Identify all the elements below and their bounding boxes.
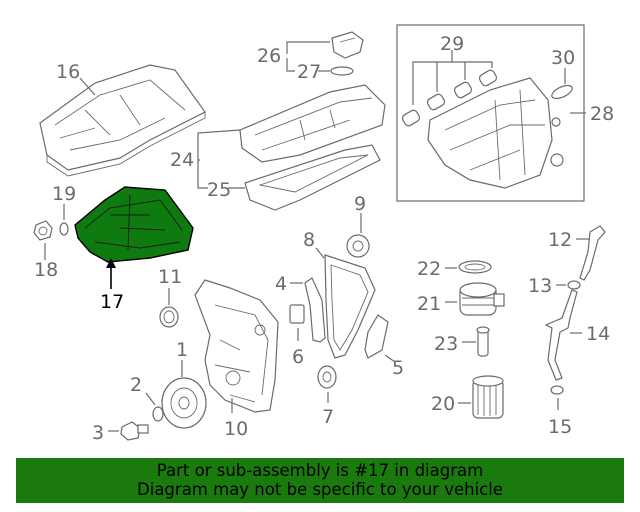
callout-16: 16 (56, 61, 80, 83)
callout-12: 12 (548, 229, 572, 251)
callout-1: 1 (176, 339, 188, 361)
callout-22: 22 (417, 258, 441, 280)
callout-11: 11 (158, 266, 182, 288)
callout-20: 20 (431, 393, 455, 415)
callout-6: 6 (292, 346, 304, 368)
part-3-pulley-bolt (120, 421, 149, 441)
part-12-dipstick (579, 225, 606, 281)
callout-28: 28 (590, 103, 614, 125)
callout-24: 24 (170, 149, 194, 171)
part-25-valve-cover-gasket (244, 144, 381, 211)
leader-5 (384, 354, 396, 363)
callout-30: 30 (551, 47, 575, 69)
leader-2 (145, 392, 156, 406)
part-5-tensioner-arm (364, 314, 389, 359)
part-21-oil-cooler (459, 282, 505, 316)
part-10-timing-cover (194, 279, 279, 413)
callout-9: 9 (354, 193, 366, 215)
notice-line-part: Part or sub-assembly is #17 in diagram (156, 461, 484, 480)
part-24-valve-cover (239, 84, 386, 163)
part-13-o-ring (567, 280, 581, 290)
part-22-gasket (458, 260, 492, 274)
leader-16 (79, 77, 96, 96)
part-17-lower-oil-pan (74, 186, 194, 263)
part-4-chain-guide (304, 277, 326, 343)
diagram-notice-banner: Part or sub-assembly is #17 in diagram D… (16, 458, 624, 503)
callout-2: 2 (130, 374, 142, 396)
part-6-chain-tensioner (289, 304, 305, 324)
callout-10: 10 (224, 418, 248, 440)
part-7-crank-sprocket (317, 365, 337, 389)
callout-7: 7 (322, 406, 334, 428)
part-2-washer (152, 406, 164, 422)
part-14-dipstick-tube (544, 289, 578, 381)
callout-5: 5 (392, 357, 404, 379)
callout-3: 3 (92, 422, 104, 444)
leader-8 (315, 247, 325, 259)
part-20-oil-filter (472, 375, 504, 419)
part-9-tensioner (346, 234, 370, 258)
callout-26: 26 (257, 45, 281, 67)
callout-8: 8 (303, 229, 315, 251)
part-18-drain-plug (33, 220, 53, 241)
callout-29: 29 (440, 33, 464, 55)
part-30-o-ring (551, 84, 573, 100)
parts-diagram: 16 17 18 19 24 25 26 27 (33, 24, 614, 444)
part-28-intake-manifold (427, 77, 564, 189)
callout-13: 13 (528, 275, 552, 297)
callout-14: 14 (586, 323, 610, 345)
part-1-crank-pulley (161, 377, 207, 429)
callout-17: 17 (100, 291, 124, 313)
part-29-intake-gaskets (401, 69, 498, 127)
callout-21: 21 (417, 293, 441, 315)
part-23-adapter (476, 326, 490, 357)
callout-4: 4 (275, 273, 287, 295)
leader-27 (286, 58, 295, 72)
part-19-drain-washer (59, 222, 69, 236)
callout-18: 18 (34, 259, 58, 281)
callout-25: 25 (207, 179, 231, 201)
arrow-17 (106, 258, 116, 268)
part-11-front-seal (159, 306, 179, 328)
callout-27: 27 (297, 61, 321, 83)
callout-19: 19 (52, 183, 76, 205)
part-27-cap-seal (330, 66, 354, 76)
part-8-timing-chain (324, 254, 376, 359)
callout-15: 15 (548, 416, 572, 438)
notice-line-disclaimer: Diagram may not be specific to your vehi… (137, 480, 503, 499)
part-15-o-ring (550, 385, 564, 395)
callout-23: 23 (434, 333, 458, 355)
leader-26 (286, 41, 330, 54)
part-26-oil-filler-cap (331, 31, 364, 59)
part-16-upper-oil-pan (39, 64, 206, 177)
leader-24-25 (197, 129, 241, 189)
